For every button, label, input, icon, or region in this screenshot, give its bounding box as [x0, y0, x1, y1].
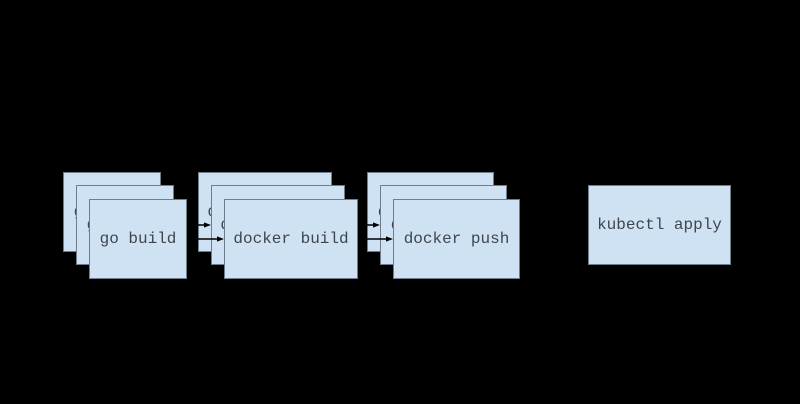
node-go-build-front: go build	[89, 199, 187, 279]
node-label: go build	[99, 230, 177, 248]
node-label: kubectl apply	[597, 216, 722, 234]
node-docker-build-front: docker build	[224, 199, 358, 279]
node-label: docker push	[403, 230, 510, 248]
node-kubectl-apply: kubectl apply	[588, 185, 731, 265]
node-label: docker build	[233, 230, 349, 248]
node-docker-push-front: docker push	[393, 199, 520, 279]
